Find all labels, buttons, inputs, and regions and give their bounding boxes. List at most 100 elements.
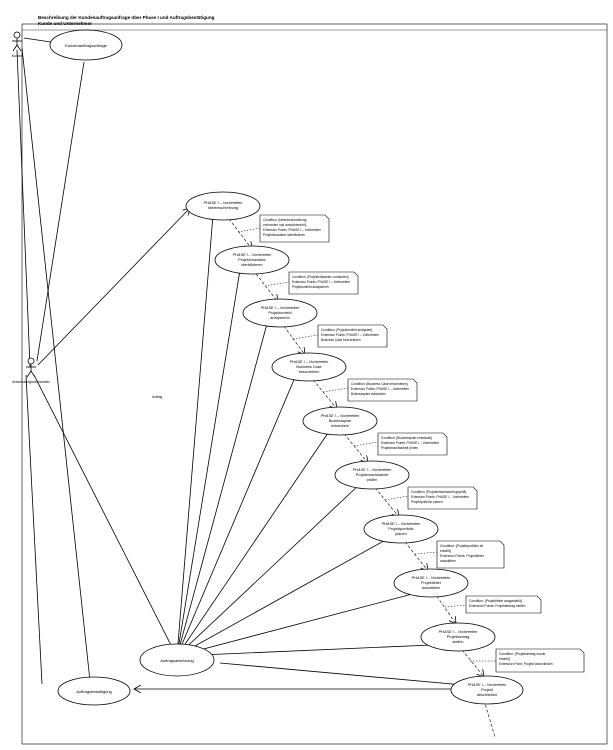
note-6-box <box>407 486 478 510</box>
phase-9-line1: PHASE I – Vorbereiten <box>439 630 478 634</box>
fan-phase-4 <box>176 374 297 657</box>
note-2-box <box>288 271 359 295</box>
usecase-kundenauftragsanfrage-shape <box>49 29 123 61</box>
note-8-line2: Extension Points: Projektantrag stellen <box>469 604 526 608</box>
note-3: Condition: {Projektumfeld analysiert} Ex… <box>317 324 388 348</box>
phase-2-line3: identifizieren <box>241 263 262 267</box>
usecase-kundenauftragsanfrage[interactable]: Kundenauftragsanfrage <box>49 29 123 61</box>
fan-phase-3 <box>176 319 269 657</box>
note-7-box <box>436 540 505 569</box>
diagram-subtitle: Kunde und Unternehmer <box>38 21 92 26</box>
fan-phase-1 <box>176 214 214 657</box>
usecase-auftragsbestaetigung-shape <box>57 676 131 706</box>
phase-10-line2: Projekt <box>481 688 494 692</box>
note-5-box <box>377 432 448 456</box>
extend-tail <box>483 699 496 738</box>
usecase-auftragsablehnung[interactable]: Auftragsablehnung <box>139 643 215 677</box>
stray-label: Auftrag <box>152 395 163 399</box>
note-4-line1: Condition: {Business Case beschrieben} <box>351 382 408 386</box>
anchor-6 <box>384 495 409 501</box>
note-8-box <box>465 595 542 614</box>
phase-2-shape <box>214 245 290 275</box>
actor-anwender-leg-left <box>26 370 32 378</box>
fan-phase-5 <box>176 429 331 657</box>
phase-8-line1: PHASE I – Vorbereiten <box>412 576 451 580</box>
assoc-kunde-bestaetigung <box>21 47 91 682</box>
usecase-auftragsablehnung-shape <box>139 643 215 677</box>
phase-6[interactable]: PHASE I – Vorbereiten Projektmachbarkeit… <box>334 460 410 490</box>
extend-7 <box>401 537 428 571</box>
extend-8 <box>433 591 456 624</box>
note-7-line4: auswählen <box>440 559 456 563</box>
phase-5[interactable]: PHASE I – Vorbereiten Businessplan entwi… <box>302 406 378 436</box>
note-9: Condition: {Projektantrag wurde erstellt… <box>495 648 585 673</box>
phase-6-line3: prüfen <box>367 478 378 482</box>
note-7-line2: erstellt} <box>440 549 452 553</box>
phase-3-line3: analysieren <box>270 316 289 320</box>
note-3-line3: Business Case beschreiben <box>321 338 361 342</box>
actor-kunde-leg-right <box>16 44 22 52</box>
fan-phase-9 <box>176 644 433 657</box>
note-6-line1: Condition: {Projektmachbarkeit geprüft} <box>411 490 466 494</box>
usecase-kundenauftragsanfrage-label: Kundenauftragsanfrage <box>65 43 108 48</box>
actor-kunde[interactable] <box>12 31 22 52</box>
note-2-line3: Projektumfeld analysieren <box>292 285 329 289</box>
phase-5-line2: Businessplan <box>329 419 352 423</box>
anchor-2 <box>264 281 290 287</box>
note-4-box <box>347 378 418 402</box>
phase-2-line2: Projektcharakter <box>238 258 266 262</box>
note-2-line1: Condition: {Projektcharakter vorhanden} <box>292 275 349 279</box>
phase-3-line1: PHASE I – Vorbereiten <box>261 306 300 310</box>
note-7-line1: Condition: {Projektportfolio ist <box>440 544 483 548</box>
phase-5-shape <box>302 406 378 436</box>
note-4-line3: Businessplan entwickeln <box>351 392 386 396</box>
phase-6-line2: Projektmachbarkeit <box>356 473 389 477</box>
extend-5 <box>340 429 368 463</box>
associations <box>16 37 475 689</box>
phase-10-line3: abschließen <box>477 693 497 697</box>
actor-kunde-label: Kunde <box>12 54 22 58</box>
phase-3-shape <box>242 298 318 328</box>
note-5: Condition: {Businessplan entwickelt} Ext… <box>377 432 448 456</box>
phase-6-line1: PHASE I – Vorbereiten <box>353 468 392 472</box>
actor-kunde-leg-left <box>12 44 18 52</box>
fan-phase-2 <box>176 269 241 657</box>
phase-2[interactable]: PHASE I – Vorbereiten Projektcharakter i… <box>214 245 290 275</box>
phase-5-line1: PHASE I – Vorbereiten <box>321 414 360 418</box>
phase-9[interactable]: PHASE I – Vorbereiten Projektantrag stel… <box>420 622 496 652</box>
phase-7-shape <box>363 514 439 544</box>
phase-4[interactable]: PHASE I – Vorbereiten Business Case besc… <box>271 352 347 382</box>
note-3-box <box>317 324 388 348</box>
note-6-line2: Extension Points: PHASE I – Vorbereiten <box>411 495 469 499</box>
note-4: Condition: {Business Case beschrieben} E… <box>347 378 418 402</box>
phase-10-line1: PHASE I – Vorbereiten <box>468 683 507 687</box>
phase-5-line3: entwickeln <box>331 424 349 428</box>
phase-8-line3: auswählen <box>422 586 440 590</box>
extend-4 <box>309 375 337 409</box>
phase-1-line1: PHASE I – Vorbereiten <box>204 201 243 205</box>
diagram-title: Beschreibung der Kundenauftragsanfrage ü… <box>38 15 215 20</box>
phase-1[interactable]: PHASE I – Vorbereiten Ideebeschreibung <box>185 191 261 221</box>
phase-1-shape <box>185 191 261 221</box>
phase-3-line2: Projektumfeld <box>268 311 291 315</box>
phase-3[interactable]: PHASE I – Vorbereiten Projektumfeld anal… <box>242 298 318 328</box>
phase-8[interactable]: PHASE I – Vorbereiten Projektleiter ausw… <box>393 568 469 598</box>
usecase-auftragsbestaetigung-label: Auftragsbestätigung <box>76 689 112 694</box>
phase-8-line2: Projektleiter <box>421 581 442 585</box>
phase-10[interactable]: PHASE I – Vorbereiten Projekt abschließe… <box>450 675 524 705</box>
phase-4-line1: PHASE I – Vorbereiten <box>290 360 329 364</box>
usecase-auftragsbestaetigung[interactable]: Auftragsbestätigung <box>57 676 131 706</box>
note-9-box <box>495 648 585 673</box>
assoc-anwender-anfrage <box>36 61 85 362</box>
actor-anwender[interactable] <box>26 357 36 378</box>
fan-phase-8 <box>176 591 421 657</box>
note-5-line3: Projektmachbarkeit prüfen <box>381 446 418 450</box>
phase-4-shape <box>271 352 347 382</box>
phase-7[interactable]: PHASE I – Vorbereiten Projektportfolio p… <box>363 514 439 544</box>
note-2-line2: Extension Points: PHASE I – Vorbereiten <box>292 280 350 284</box>
extend-3 <box>280 321 305 355</box>
anchor-8 <box>444 604 467 608</box>
fan-phase-6 <box>176 483 361 657</box>
note-4-line2: Extension Points: PHASE I – Vorbereiten <box>351 387 409 391</box>
